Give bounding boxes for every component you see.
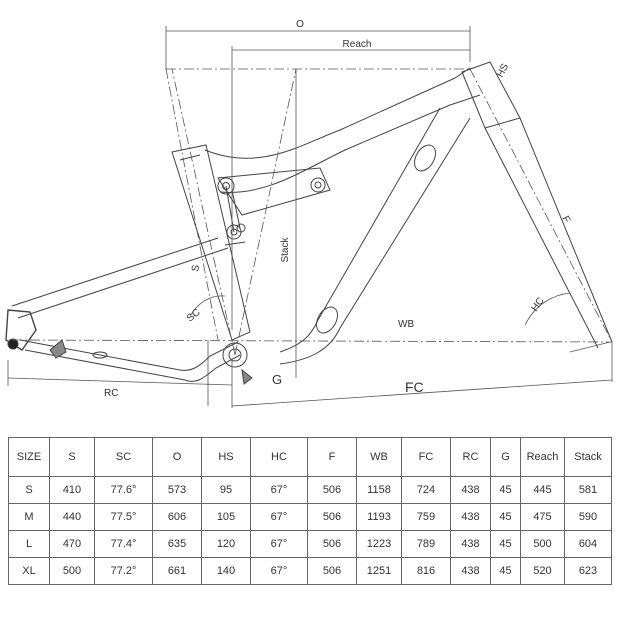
- cell-s: 500: [49, 557, 95, 585]
- cell-sc: 77.4°: [94, 530, 153, 558]
- table-row: XL 500 77.2° 661 140 67° 506 1251 816 43…: [8, 557, 612, 585]
- cell-o: 606: [152, 503, 202, 531]
- rocker-link: [217, 167, 331, 216]
- cell-hc: 67°: [250, 503, 308, 531]
- header-g: G: [490, 437, 521, 477]
- cell-wb: 1223: [356, 530, 402, 558]
- cell-hc: 67°: [250, 476, 308, 504]
- geometry-table: SIZE S SC O HS HC F WB FC RC G Reach Sta…: [8, 437, 612, 585]
- label-hc: HC: [529, 296, 546, 314]
- cell-o: 635: [152, 530, 202, 558]
- cell-f: 506: [307, 557, 357, 585]
- header-hc: HC: [250, 437, 308, 477]
- header-sc: SC: [94, 437, 153, 477]
- cell-rc: 438: [450, 476, 491, 504]
- cell-hc: 67°: [250, 530, 308, 558]
- cell-f: 506: [307, 503, 357, 531]
- cell-sc: 77.2°: [94, 557, 153, 585]
- cell-size: XL: [8, 557, 50, 585]
- cell-wb: 1251: [356, 557, 402, 585]
- cell-hs: 105: [201, 503, 251, 531]
- header-wb: WB: [356, 437, 402, 477]
- label-reach: Reach: [343, 39, 372, 50]
- cell-rc: 438: [450, 503, 491, 531]
- label-rc: RC: [104, 388, 118, 399]
- cell-stack: 604: [564, 530, 612, 558]
- cell-fc: 816: [401, 557, 451, 585]
- cell-sc: 77.6°: [94, 476, 153, 504]
- table-row: M 440 77.5° 606 105 67° 506 1193 759 438…: [8, 503, 612, 531]
- chain-stay: [19, 339, 241, 382]
- label-fc: FC: [405, 379, 424, 395]
- cell-stack: 623: [564, 557, 612, 585]
- cell-reach: 500: [520, 530, 565, 558]
- cell-g: 45: [490, 530, 521, 558]
- cell-o: 573: [152, 476, 202, 504]
- cell-s: 440: [49, 503, 95, 531]
- cell-reach: 475: [520, 503, 565, 531]
- header-stack: Stack: [564, 437, 612, 477]
- label-wb: WB: [398, 319, 414, 330]
- head-tube: [461, 61, 521, 129]
- cell-hs: 140: [201, 557, 251, 585]
- label-o: O: [296, 19, 304, 30]
- bike-frame-geometry-drawing: O Reach HS Stack F S SC HC WB G RC FC: [5, 19, 613, 408]
- cell-stack: 590: [564, 503, 612, 531]
- cell-hs: 95: [201, 476, 251, 504]
- cell-reach: 520: [520, 557, 565, 585]
- cell-fc: 759: [401, 503, 451, 531]
- cell-reach: 445: [520, 476, 565, 504]
- cell-hs: 120: [201, 530, 251, 558]
- bottom-bracket: [222, 342, 248, 368]
- cell-size: M: [8, 503, 50, 531]
- cell-hc: 67°: [250, 557, 308, 585]
- cell-fc: 789: [401, 530, 451, 558]
- down-tube: [279, 107, 471, 365]
- cell-fc: 724: [401, 476, 451, 504]
- cell-wb: 1193: [356, 503, 402, 531]
- rear-dropout: [5, 309, 37, 351]
- cell-rc: 438: [450, 530, 491, 558]
- cell-f: 506: [307, 476, 357, 504]
- cell-o: 661: [152, 557, 202, 585]
- header-s: S: [49, 437, 95, 477]
- cell-g: 45: [490, 503, 521, 531]
- label-stack: Stack: [280, 236, 291, 262]
- cell-stack: 581: [564, 476, 612, 504]
- header-f: F: [307, 437, 357, 477]
- table-row: L 470 77.4° 635 120 67° 506 1223 789 438…: [8, 530, 612, 558]
- header-hs: HS: [201, 437, 251, 477]
- top-tube: [204, 67, 481, 193]
- cell-rc: 438: [450, 557, 491, 585]
- cell-sc: 77.5°: [94, 503, 153, 531]
- table-row: S 410 77.6° 573 95 67° 506 1158 724 438 …: [8, 476, 612, 504]
- label-s: S: [190, 264, 202, 273]
- cell-g: 45: [490, 476, 521, 504]
- label-sc: SC: [185, 307, 203, 324]
- header-size: SIZE: [8, 437, 50, 477]
- cell-wb: 1158: [356, 476, 402, 504]
- cell-s: 470: [49, 530, 95, 558]
- cell-f: 506: [307, 530, 357, 558]
- rear-shock: [225, 185, 241, 233]
- label-g: G: [272, 372, 282, 387]
- cell-size: L: [8, 530, 50, 558]
- header-fc: FC: [401, 437, 451, 477]
- header-reach: Reach: [520, 437, 565, 477]
- seat-tube: [171, 144, 251, 341]
- label-f: F: [559, 214, 572, 225]
- header-rc: RC: [450, 437, 491, 477]
- seat-stay: [11, 237, 229, 319]
- cell-s: 410: [49, 476, 95, 504]
- cell-g: 45: [490, 557, 521, 585]
- table-header-row: SIZE S SC O HS HC F WB FC RC G Reach Sta…: [8, 437, 612, 477]
- cell-size: S: [8, 476, 50, 504]
- header-o: O: [152, 437, 202, 477]
